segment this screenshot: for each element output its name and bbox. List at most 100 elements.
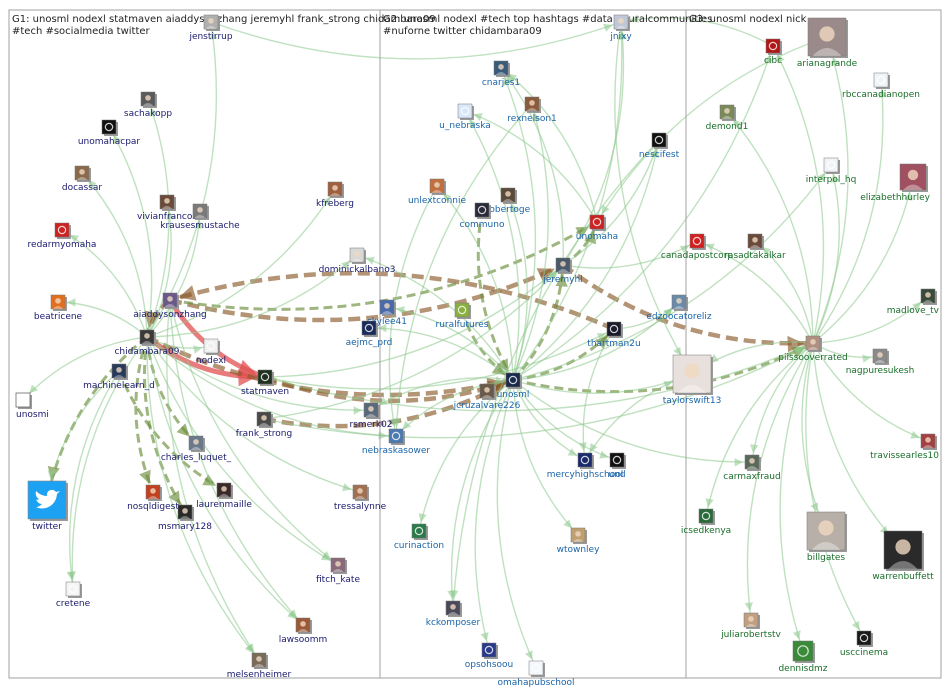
node-piissooverrated[interactable]: piissooverrated xyxy=(778,335,848,363)
node-lawsoomm[interactable]: lawsoomm xyxy=(279,617,328,645)
node-machinelearn_d[interactable]: machinelearn_d xyxy=(83,363,155,391)
node-kckomposer[interactable]: kckomposer xyxy=(426,600,481,628)
node-billgates[interactable]: billgates xyxy=(806,511,847,563)
node-unosmi[interactable]: unosmi xyxy=(15,392,49,420)
node-jcruzalvare226[interactable]: jcruzalvare226 xyxy=(453,383,521,411)
node-nescifest[interactable]: nescifest xyxy=(639,132,680,160)
node-robertoge[interactable]: robertoge xyxy=(486,187,531,215)
node-aejmc_prd[interactable]: aejmc_prd xyxy=(346,320,393,348)
node-label-juliarobertstv: juliarobertstv xyxy=(720,630,781,640)
node-krausesmustache[interactable]: krausesmustache xyxy=(160,203,240,231)
node-ruralfutures[interactable]: ruralfutures xyxy=(436,302,489,330)
node-vivianfrancos[interactable]: vivianfrancos xyxy=(137,194,197,222)
node-rexnelson1[interactable]: rexnelson1 xyxy=(507,96,557,124)
edge-jeremyhl-piissooverrated xyxy=(561,263,814,346)
node-curinaction[interactable]: curinaction xyxy=(394,523,444,551)
node-fitch_kate[interactable]: fitch_kate xyxy=(316,557,360,585)
edge-arrowhead xyxy=(663,308,673,317)
node-rasadtakalkar[interactable]: rasadtakalkar xyxy=(724,233,786,261)
node-mercyhighschool[interactable]: mercyhighschool xyxy=(547,452,624,480)
node-dennisdmz[interactable]: dennisdmz xyxy=(778,640,828,674)
group-titles: G1: unosml nodexl statmaven aiaddysonzha… xyxy=(12,14,807,37)
avatar-icon xyxy=(251,652,267,668)
node-omahapubschool[interactable]: omahapubschool xyxy=(498,660,575,688)
edge-piissooverrated-arianagrande xyxy=(812,36,849,344)
logo-icon xyxy=(54,222,70,238)
node-communo[interactable]: communo xyxy=(460,202,505,230)
edge-arrowhead xyxy=(831,173,840,183)
node-rbccanadianopen[interactable]: rbccanadianopen xyxy=(842,72,920,100)
node-interpol_hq[interactable]: interpol_hq xyxy=(806,157,857,185)
node-twitter[interactable]: twitter xyxy=(27,480,68,532)
node-nagpuresukesh[interactable]: nagpuresukesh xyxy=(846,348,915,376)
avatar-icon xyxy=(140,91,156,107)
avatar-icon xyxy=(920,288,936,304)
node-sachakopp[interactable]: sachakopp xyxy=(124,91,172,119)
edge-arrowhead xyxy=(878,89,887,98)
edge-arrowhead xyxy=(342,483,352,492)
logo-icon xyxy=(361,320,377,336)
node-u_nebraska[interactable]: u_nebraska xyxy=(439,103,491,131)
node-canadapostcorp[interactable]: canadapostcorp xyxy=(661,233,734,261)
node-label-arianagrande: arianagrande xyxy=(797,59,858,69)
node-melsenheimer[interactable]: melsenheimer xyxy=(227,652,292,680)
node-juliarobertstv[interactable]: juliarobertstv xyxy=(720,612,782,640)
node-unlextconnie[interactable]: unlextconnie xyxy=(408,178,467,206)
edge-arrowhead xyxy=(209,30,218,40)
node-skylee41[interactable]: skylee41 xyxy=(367,299,407,327)
edge-jnixy-taylorswift13 xyxy=(614,21,693,375)
node-cnarjes1[interactable]: cnarjes1 xyxy=(482,60,520,88)
node-cibc[interactable]: cibc xyxy=(764,38,782,66)
node-docassar[interactable]: docassar xyxy=(62,165,103,193)
edge-arrowhead xyxy=(473,113,483,121)
logo-icon xyxy=(411,523,427,539)
avatar-icon xyxy=(493,60,509,76)
node-frank_strong[interactable]: frank_strong xyxy=(236,411,292,439)
node-aiaddysonzhang[interactable]: aiaddysonzhang xyxy=(133,292,207,320)
node-icsedkenya[interactable]: icsedkenya xyxy=(681,508,731,536)
edge-arrowhead xyxy=(139,469,151,484)
node-arianagrande[interactable]: arianagrande xyxy=(797,17,858,69)
node-laurenmaille[interactable]: laurenmaille xyxy=(196,482,252,510)
node-taylorswift13[interactable]: taylorswift13 xyxy=(663,354,722,406)
node-charles_luquet_[interactable]: charles_luquet_ xyxy=(161,435,232,463)
edge-frank_strong-jeremyhl xyxy=(263,264,564,420)
node-unomahacpar[interactable]: unomahacpar xyxy=(78,119,141,147)
node-carmaxfraud[interactable]: carmaxfraud xyxy=(723,454,781,482)
edge-arrowhead xyxy=(166,210,175,220)
node-travissearles10[interactable]: travissearles10 xyxy=(870,433,939,461)
node-statmaven[interactable]: statmaven xyxy=(241,369,289,397)
node-jeremyhl[interactable]: jeremyhl xyxy=(542,257,583,285)
node-warrenbuffett[interactable]: warrenbuffett xyxy=(872,530,934,582)
node-unomaha[interactable]: unomaha xyxy=(576,214,618,242)
node-chidambara09[interactable]: chidambara09 xyxy=(114,329,180,357)
node-redarmyomaha[interactable]: redarmyomaha xyxy=(28,222,97,250)
node-wtownley[interactable]: wtownley xyxy=(557,527,600,555)
node-jenstirrup[interactable]: jenstirrup xyxy=(188,14,233,42)
node-nosqldigest[interactable]: nosqldigest xyxy=(127,484,179,512)
node-rsmerk02[interactable]: rsmerk02 xyxy=(349,402,393,430)
node-elizabethhurley[interactable]: elizabethhurley xyxy=(860,163,931,203)
node-usccinema[interactable]: usccinema xyxy=(840,630,888,658)
node-jnixy[interactable]: jnixy xyxy=(609,14,632,42)
node-madlove_tv[interactable]: madlove_tv xyxy=(887,288,940,316)
node-opsohsoou[interactable]: opsohsoou xyxy=(465,642,514,670)
node-kfreberg[interactable]: kfreberg xyxy=(316,181,354,209)
node-unosml[interactable]: unosml xyxy=(497,372,530,400)
node-demond1[interactable]: demond1 xyxy=(706,104,749,132)
group-title-g2-line-2: #nuforne twitter chidambara09 xyxy=(383,26,542,37)
node-thartman2u[interactable]: thartman2u xyxy=(587,321,641,349)
node-msmary128[interactable]: msmary128 xyxy=(158,504,212,532)
node-label-dominickalbano3: dominickalbano3 xyxy=(319,265,396,275)
node-dominickalbano3[interactable]: dominickalbano3 xyxy=(319,247,396,275)
logo-icon xyxy=(698,508,714,524)
avatar-icon xyxy=(747,233,763,249)
node-cretene[interactable]: cretene xyxy=(56,581,91,609)
node-nebraskasower[interactable]: nebraskasower xyxy=(362,428,431,456)
node-nodexl[interactable]: nodexl xyxy=(196,338,226,366)
node-edzoocatoreliz[interactable]: edzoocatoreliz xyxy=(646,294,712,322)
node-tressalynne[interactable]: tressalynne xyxy=(334,484,387,512)
node-beatricene[interactable]: beatricene xyxy=(34,294,83,322)
logo-icon xyxy=(528,660,544,676)
node-und[interactable]: und xyxy=(608,452,626,480)
